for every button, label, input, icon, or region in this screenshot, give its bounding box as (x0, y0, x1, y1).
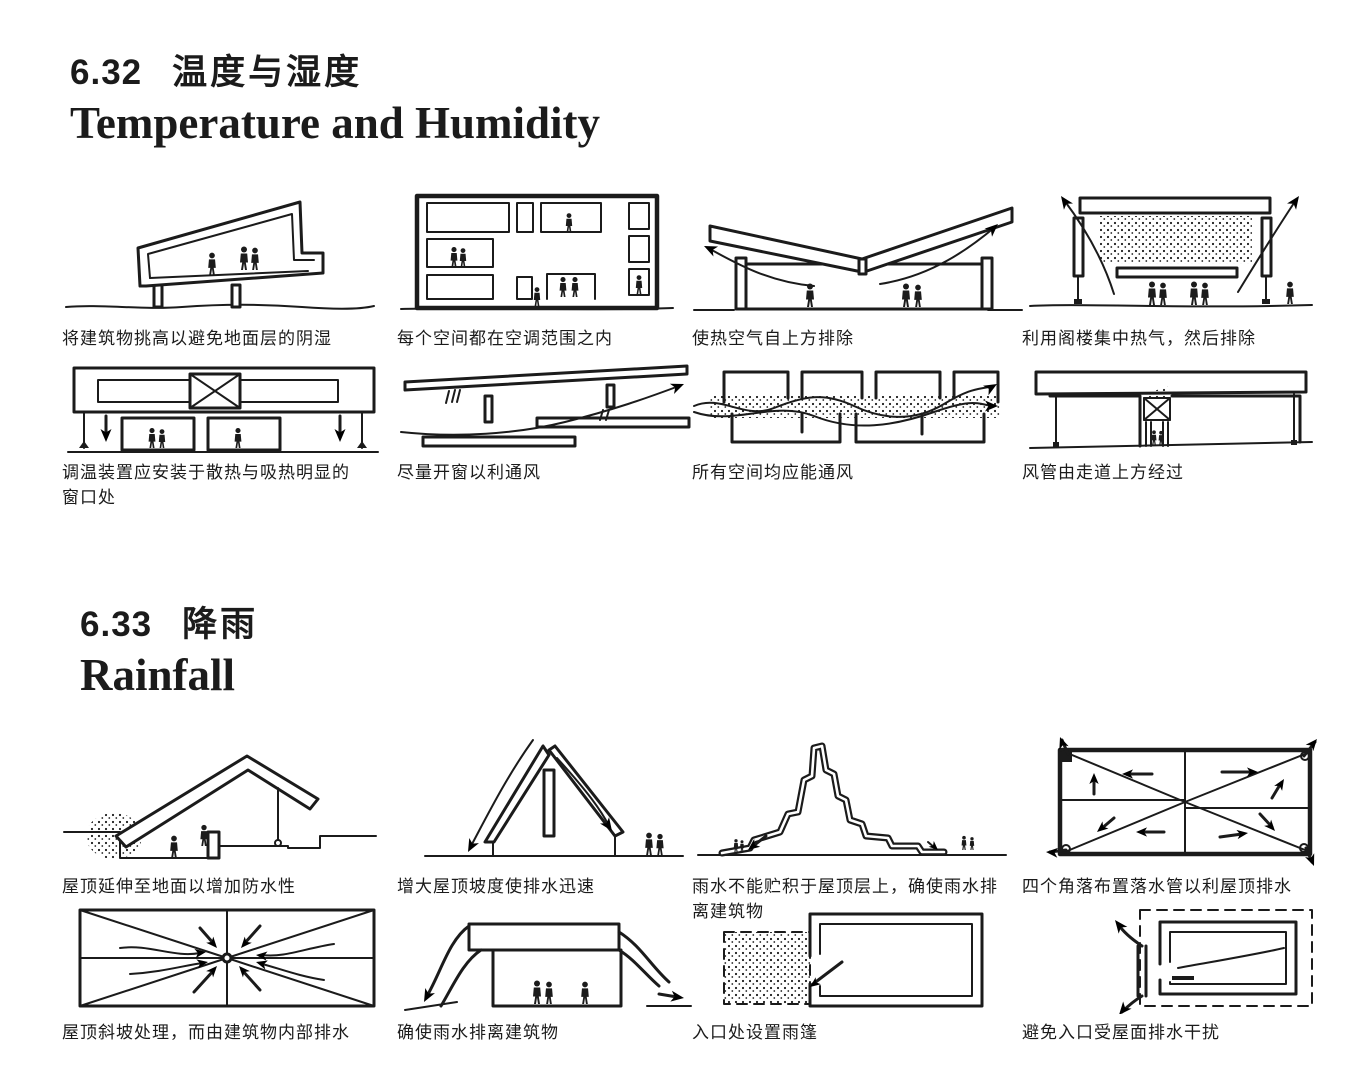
figure-steep-roof: 增大屋顶坡度使排水迅速 (397, 736, 692, 924)
figure-caption: 四个角落布置落水管以利屋顶排水 (1022, 877, 1292, 896)
figure-jagged-roof: 雨水不能贮积于屋顶层上，确使雨水排离建筑物 (692, 736, 1022, 924)
figure-corner-downspouts-plan: 四个角落布置落水管以利屋顶排水 (1022, 736, 1322, 924)
drain-away-sketch (404, 922, 692, 1011)
figure-caption: 避免入口受屋面排水干扰 (1022, 1023, 1220, 1042)
figure-drain-away: 确使雨水排离建筑物 (397, 902, 692, 1046)
section-number: 6.33 (80, 605, 153, 644)
open-windows-ventilation-sketch (400, 364, 691, 448)
figure-caption: 风管由走道上方经过 (1022, 463, 1184, 482)
figure-caption: 尽量开窗以利通风 (397, 463, 541, 482)
window-hvac-unit-sketch (67, 366, 379, 453)
figure-butterfly-roof-exhaust: 使热空气自上方排除 (692, 186, 1023, 352)
butterfly-roof-exhaust-sketch (693, 206, 1023, 311)
figure-entrance-canopy-plan: 入口处设置雨篷 (692, 902, 1022, 1046)
jagged-roof-sketch (697, 742, 1007, 857)
figure-center-drain-plan: 屋顶斜坡处理，而由建筑物内部排水 (62, 902, 397, 1046)
attic-heat-exhaust-sketch (1029, 192, 1313, 308)
figure-window-hvac-unit: 调温装置应安装于散热与吸热明显的窗口处 (62, 360, 397, 510)
section-title-zh: 温度与湿度 (172, 53, 363, 92)
figure-caption: 增大屋顶坡度使排水迅速 (397, 877, 595, 896)
entry-drainage-plan-sketch (1110, 909, 1313, 1014)
elevated-building-sketch (65, 200, 375, 310)
figure-caption: 每个空间都在空调范围之内 (397, 329, 613, 348)
figure-cross-ventilation: 所有空间均应能通风 (692, 360, 1022, 510)
figure-row-4: 屋顶斜坡处理，而由建筑物内部排水 确使雨水排离建筑物 (62, 902, 1322, 1046)
figure-caption: 将建筑物挑高以避免地面层的阴湿 (62, 329, 332, 348)
figure-attic-heat-exhaust: 利用阁楼集中热气，然后排除 (1022, 186, 1322, 352)
figure-caption: 所有空间均应能通风 (692, 463, 854, 482)
corner-downspouts-plan-sketch (1045, 736, 1321, 868)
section-heading-rainfall: 6.33 降雨 Rainfall (80, 596, 258, 701)
section-heading-temperature: 6.32 温度与湿度 Temperature and Humidity (70, 44, 600, 149)
figure-row-1: 将建筑物挑高以避免地面层的阴湿 (62, 186, 1322, 352)
steep-roof-sketch (424, 739, 684, 857)
entrance-canopy-plan-sketch (723, 912, 984, 1008)
figure-caption: 入口处设置雨篷 (692, 1023, 818, 1042)
figure-caption: 确使雨水排离建筑物 (397, 1023, 559, 1042)
cross-ventilation-sketch (693, 370, 1000, 444)
figure-entry-drainage-plan: 避免入口受屋面排水干扰 (1022, 902, 1322, 1046)
figure-row-3: 屋顶延伸至地面以增加防水性 增大屋顶坡度使排水迅速 (62, 736, 1322, 924)
figure-row-2: 调温装置应安装于散热与吸热明显的窗口处 尽量开窗以利通风 (62, 360, 1322, 510)
figure-elevated-building: 将建筑物挑高以避免地面层的阴湿 (62, 186, 397, 352)
roof-to-ground-sketch (63, 754, 377, 860)
section-title-en: Temperature and Humidity (70, 98, 601, 148)
figure-caption: 屋顶延伸至地面以增加防水性 (62, 877, 296, 896)
figure-caption: 使热空气自上方排除 (692, 329, 854, 348)
figure-roof-to-ground: 屋顶延伸至地面以增加防水性 (62, 736, 397, 924)
figure-open-windows-ventilation: 尽量开窗以利通风 (397, 360, 692, 510)
figure-caption: 屋顶斜坡处理，而由建筑物内部排水 (62, 1023, 350, 1042)
figure-caption: 调温装置应安装于散热与吸热明显的窗口处 (62, 463, 350, 507)
section-title-zh: 降雨 (182, 605, 259, 644)
section-title-en: Rainfall (80, 650, 236, 700)
figure-corridor-duct: 风管由走道上方经过 (1022, 360, 1322, 510)
center-drain-plan-sketch (78, 908, 376, 1008)
zoned-air-conditioning-sketch (400, 193, 674, 311)
corridor-duct-sketch (1029, 370, 1313, 449)
figure-caption: 利用阁楼集中热气，然后排除 (1022, 329, 1256, 348)
section-number: 6.32 (70, 53, 143, 92)
figure-zoned-air-conditioning: 每个空间都在空调范围之内 (397, 186, 692, 352)
figure-caption: 雨水不能贮积于屋顶层上，确使雨水排离建筑物 (692, 877, 998, 921)
